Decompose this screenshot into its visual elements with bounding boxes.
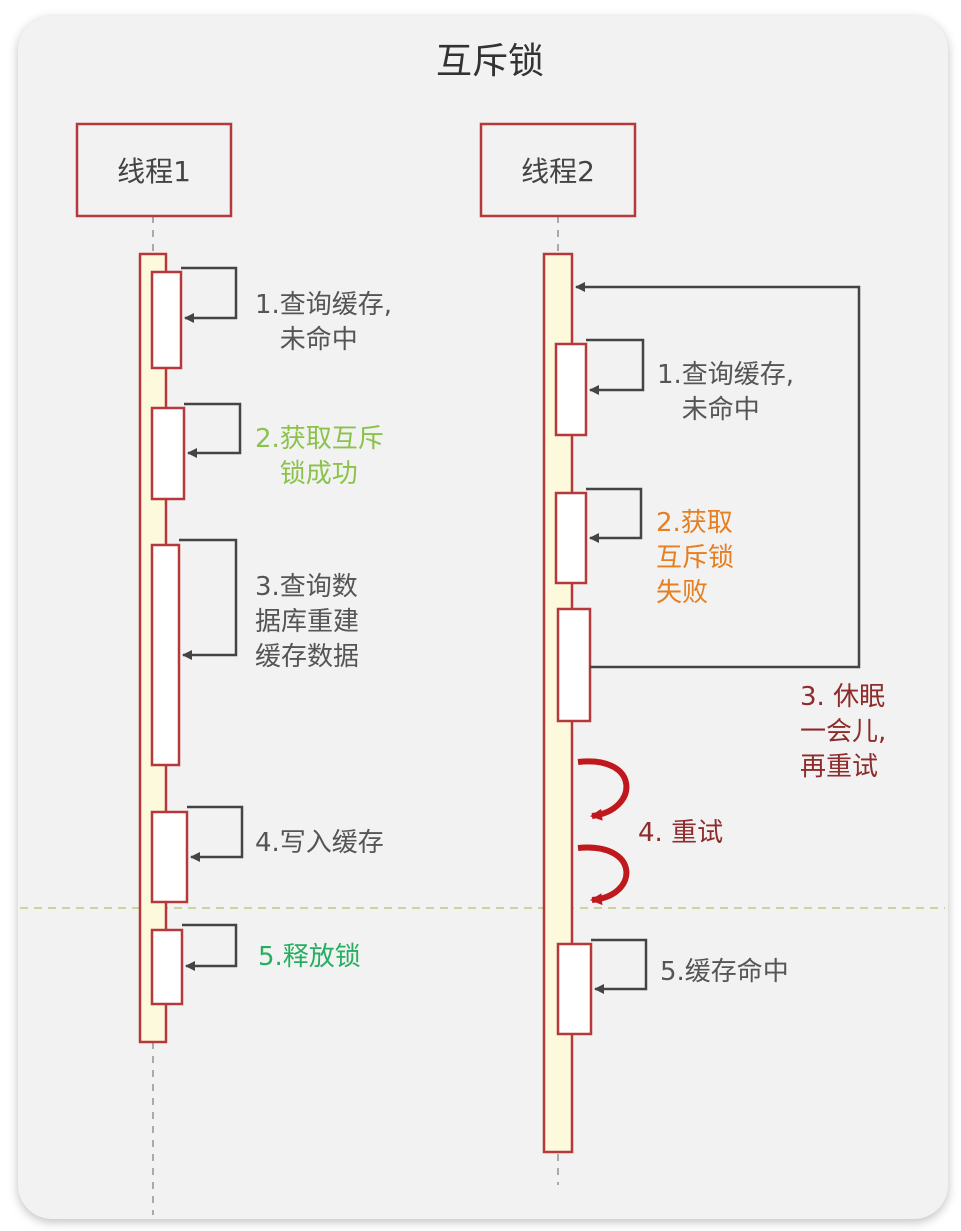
thread2-step5-activation — [556, 938, 648, 1036]
diagram-title: 互斥锁 — [435, 41, 544, 82]
thread2-step2-activation — [554, 487, 643, 585]
thread2-step2-label: 2.获取 互斥锁 失败 — [656, 508, 735, 608]
thread1-step1-label: 1.查询缓存, 未命中 — [255, 290, 393, 355]
thread2-step3-activation — [556, 282, 861, 723]
thread1-step2-label: 2.获取互斥 锁成功 — [255, 424, 384, 489]
thread2-step1-label: 1.查询缓存, 未命中 — [657, 360, 795, 425]
thread2-step4-label: 4. 重试 — [638, 818, 724, 848]
thread2-step1-activation — [554, 338, 645, 437]
thread1-step5-activation — [150, 923, 238, 1006]
thread2-header-box — [479, 122, 637, 218]
thread1-header-box — [75, 122, 233, 218]
thread1-step5-label: 5.释放锁 — [258, 942, 361, 972]
thread2-header: 线程2 — [521, 155, 595, 188]
thread1-header: 线程1 — [117, 155, 191, 188]
thread1-step4-activation — [150, 805, 244, 904]
thread1-step3-label: 3.查询数 据库重建 缓存数据 — [255, 572, 360, 672]
thread1-step1-activation — [150, 266, 238, 370]
thread1-step4-label: 4.写入缓存 — [255, 828, 384, 858]
thread2-step3-label: 3. 休眠 一会儿, 再重试 — [800, 682, 887, 782]
retry-arrow-icon — [577, 844, 630, 906]
thread1-step3-activation — [150, 538, 238, 767]
thread2-step5-label: 5.缓存命中 — [660, 957, 789, 987]
retry-arrow-icon — [577, 758, 630, 821]
thread1-step2-activation — [150, 402, 242, 501]
